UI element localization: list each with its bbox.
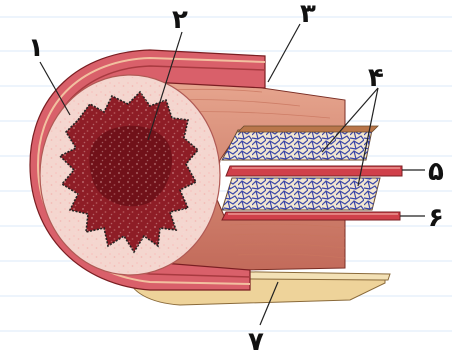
leader-line-3 (268, 24, 300, 82)
submucosa-lower (222, 178, 380, 210)
submucosa-upper (222, 126, 378, 160)
label-5: ۵ (428, 157, 444, 187)
label-7: ۷ (248, 327, 264, 357)
layer-plate-6 (222, 212, 400, 220)
label-4: ۴ (368, 63, 384, 93)
label-1: ۱ (28, 33, 44, 63)
label-2: ۲ (172, 5, 188, 35)
label-3: ۳ (300, 0, 316, 29)
label-6: ۶ (428, 203, 444, 233)
